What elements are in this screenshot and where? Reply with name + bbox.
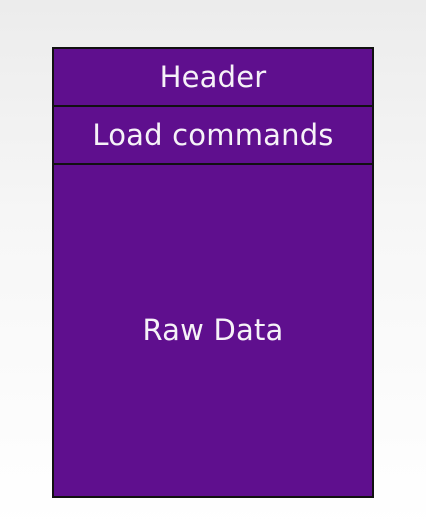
raw-data-segment: Raw Data (54, 165, 372, 496)
raw-data-label: Raw Data (142, 313, 284, 347)
header-label: Header (159, 59, 267, 94)
file-layout-diagram: Header Load commands Raw Data (52, 47, 374, 498)
load-commands-segment: Load commands (54, 107, 372, 165)
load-commands-label: Load commands (92, 117, 334, 152)
header-segment: Header (54, 49, 372, 107)
